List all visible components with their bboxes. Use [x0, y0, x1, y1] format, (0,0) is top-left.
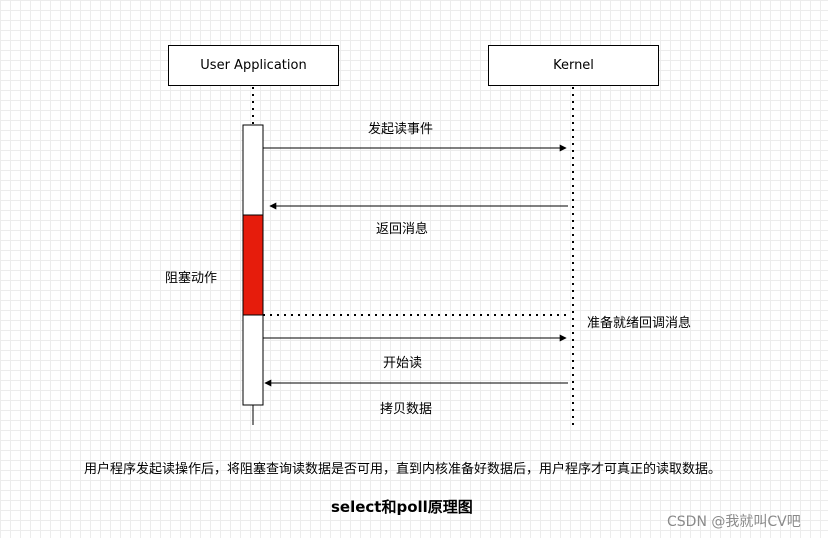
block-action-label: 阻塞动作 [165, 271, 218, 286]
blocking-segment [242, 214, 264, 316]
kernel-label: Kernel [553, 58, 594, 73]
copy-data-label: 拷贝数据 [380, 402, 433, 417]
user-application-label: User Application [200, 58, 307, 73]
user-application-box: User Application [168, 45, 339, 86]
initiate-read-label: 发起读事件 [368, 122, 434, 137]
csdn-watermark: CSDN @我就叫CV吧 [667, 514, 801, 530]
return-message-label: 返回消息 [376, 222, 429, 237]
activation-bar-bottom [242, 314, 264, 406]
activation-bar-top [242, 124, 264, 216]
ready-callback-label: 准备就绪回调消息 [587, 316, 692, 331]
kernel-box: Kernel [488, 45, 659, 86]
diagram-title: select和poll原理图 [331, 498, 473, 516]
start-read-label: 开始读 [383, 356, 423, 371]
diagram-caption: 用户程序发起读操作后，将阻塞查询读数据是否可用，直到内核准备好数据后，用户程序才… [84, 462, 722, 477]
